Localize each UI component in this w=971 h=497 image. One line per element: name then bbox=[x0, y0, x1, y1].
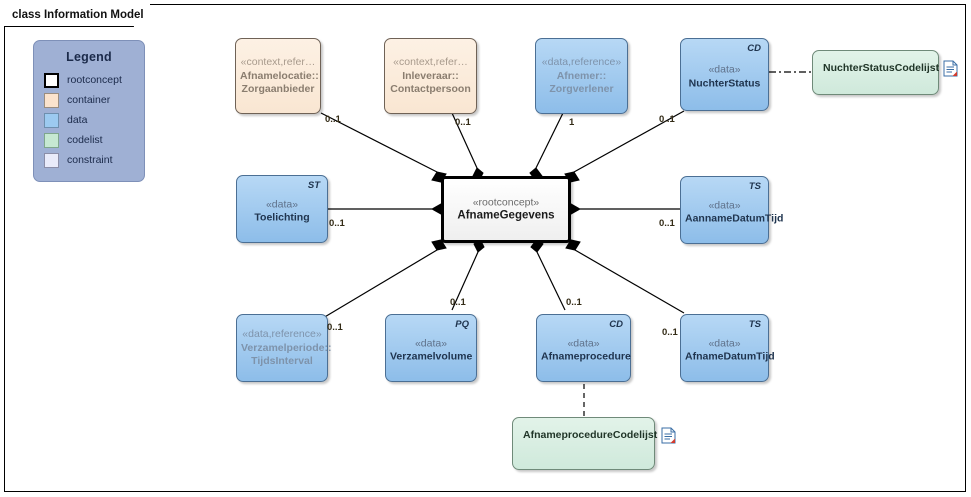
legend-swatch-data bbox=[44, 112, 59, 128]
stereotype-afnamegegevens: «rootconcept» bbox=[472, 196, 540, 208]
legend-swatch-container bbox=[44, 92, 59, 108]
class-node-nuchterstatus[interactable]: CD «data» NuchterStatus bbox=[680, 38, 769, 111]
document-icon bbox=[943, 60, 958, 77]
class-node-afnameprocedure[interactable]: CD «data» Afnameprocedure bbox=[536, 314, 631, 382]
stereotype-verzamelvolume: «data» bbox=[414, 337, 448, 350]
stereotype-afnamelocatie: «context,refer… bbox=[240, 55, 316, 68]
multiplicity-afnemer: 1 bbox=[569, 117, 575, 128]
multiplicity-aannamedatumtijd: 0..1 bbox=[659, 218, 675, 229]
legend-title: Legend bbox=[66, 50, 112, 64]
stereotype-nuchterstatus: «data» bbox=[708, 63, 741, 76]
class-node-afnamedatumtijd[interactable]: TS «data» AfnameDatumTijd bbox=[680, 314, 775, 382]
stereotype-toelichting: «data» bbox=[265, 198, 299, 211]
class-node-aannamedatumtijd[interactable]: TS «data» AannameDatumTijd bbox=[680, 176, 784, 244]
class-name-nuchterstatus: NuchterStatus bbox=[688, 77, 761, 90]
frame-title: class Information Model bbox=[4, 4, 150, 26]
multiplicity-verzamelperiode: 0..1 bbox=[327, 322, 343, 333]
class-name-nuchterstatuscodelijst: NuchterStatusCodelijst bbox=[823, 62, 940, 74]
stereotype-inleveraar: «context,refer… bbox=[393, 55, 468, 68]
class-name2-afnamelocatie: Zorgaanbieder bbox=[241, 82, 315, 95]
class-name-afnameprocedurecodelijst: AfnameprocedureCodelijst bbox=[523, 429, 658, 441]
class-node-toelichting[interactable]: ST «data» Toelichting bbox=[236, 175, 328, 243]
class-name-afnamelocatie: Afnamelocatie:: bbox=[240, 69, 319, 82]
stereotype-verzamelperiode: «data,reference» bbox=[242, 327, 322, 340]
legend-item-data: data bbox=[44, 111, 144, 129]
multiplicity-afnameprocedure: 0..1 bbox=[566, 297, 582, 308]
legend-item-container: container bbox=[44, 91, 144, 109]
class-name-toelichting: Toelichting bbox=[254, 211, 310, 224]
stereotype-afnemer: «data,reference» bbox=[541, 55, 622, 68]
stereotype-afnameprocedure: «data» bbox=[567, 337, 600, 350]
class-node-verzamelperiode[interactable]: «data,reference» Verzamelperiode:: Tijds… bbox=[236, 314, 332, 382]
class-name2-verzamelperiode: TijdsInterval bbox=[251, 354, 313, 367]
class-node-nuchterstatuscodelijst[interactable]: NuchterStatusCodelijst bbox=[812, 50, 958, 95]
multiplicity-nuchterstatus: 0..1 bbox=[659, 114, 675, 125]
legend-item-constraint: constraint bbox=[44, 151, 144, 169]
class-node-inleveraar[interactable]: «context,refer… Inleveraar:: Contactpers… bbox=[384, 38, 477, 114]
class-name-verzamelvolume: Verzamelvolume bbox=[390, 350, 473, 363]
multiplicity-afnamelocatie: 0..1 bbox=[325, 114, 341, 125]
class-name-aannamedatumtijd: AannameDatumTijd bbox=[685, 212, 784, 225]
type-tag-afnameprocedure: CD bbox=[609, 319, 623, 330]
legend-label-constraint: constraint bbox=[67, 154, 113, 166]
legend-swatch-codelist bbox=[44, 132, 59, 148]
multiplicity-verzamelvolume: 0..1 bbox=[450, 297, 466, 308]
stereotype-afnamedatumtijd: «data» bbox=[708, 337, 741, 350]
class-node-afnamegegevens[interactable]: «rootconcept» AfnameGegevens bbox=[441, 176, 571, 243]
multiplicity-toelichting: 0..1 bbox=[329, 218, 345, 229]
class-node-afnemer[interactable]: «data,reference» Afnemer:: Zorgverlener bbox=[535, 38, 628, 114]
class-node-afnamelocatie[interactable]: «context,refer… Afnamelocatie:: Zorgaanb… bbox=[235, 38, 321, 114]
type-tag-nuchterstatus: CD bbox=[747, 43, 761, 54]
type-tag-aannamedatumtijd: TS bbox=[748, 181, 761, 192]
stereotype-aannamedatumtijd: «data» bbox=[708, 199, 741, 212]
legend-panel: Legend rootconcept container data codeli… bbox=[33, 40, 145, 182]
type-tag-toelichting: ST bbox=[307, 180, 320, 191]
class-name-afnamedatumtijd: AfnameDatumTijd bbox=[685, 350, 775, 363]
type-tag-afnamedatumtijd: TS bbox=[748, 319, 761, 330]
legend-swatch-rootconcept bbox=[44, 72, 59, 88]
legend-label-codelist: codelist bbox=[67, 134, 103, 146]
type-tag-verzamelvolume: PQ bbox=[455, 319, 469, 330]
multiplicity-inleveraar: 0..1 bbox=[455, 117, 471, 128]
legend-item-rootconcept: rootconcept bbox=[44, 71, 144, 89]
class-name-afnemer: Afnemer:: bbox=[556, 69, 607, 82]
class-node-verzamelvolume[interactable]: PQ «data» Verzamelvolume bbox=[385, 314, 477, 382]
legend-item-list: rootconcept container data codelist cons… bbox=[34, 71, 144, 169]
class-name2-afnemer: Zorgverlener bbox=[549, 82, 614, 95]
document-icon bbox=[661, 427, 676, 444]
legend-label-data: data bbox=[67, 114, 88, 126]
class-node-afnameprocedurecodelijst[interactable]: AfnameprocedureCodelijst bbox=[512, 417, 676, 470]
class-name-afnameprocedure: Afnameprocedure bbox=[541, 350, 631, 363]
class-name-inleveraar: Inleveraar:: bbox=[402, 69, 459, 82]
multiplicity-afnamedatumtijd: 0..1 bbox=[662, 327, 678, 338]
class-name2-inleveraar: Contactpersoon bbox=[390, 82, 471, 95]
class-name-afnamegegevens: AfnameGegevens bbox=[457, 209, 555, 222]
diagram-frame bbox=[4, 4, 966, 492]
legend-label-container: container bbox=[67, 94, 111, 106]
legend-swatch-constraint bbox=[44, 152, 59, 168]
legend-label-rootconcept: rootconcept bbox=[67, 74, 122, 86]
frame-title-label: class Information Model bbox=[12, 9, 144, 21]
class-name-verzamelperiode: Verzamelperiode:: bbox=[241, 341, 332, 354]
legend-item-codelist: codelist bbox=[44, 131, 144, 149]
